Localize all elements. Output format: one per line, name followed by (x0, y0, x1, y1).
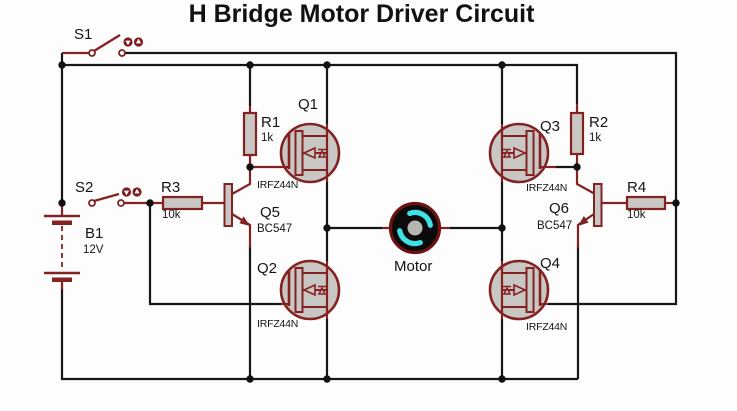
junction-dots (58, 61, 680, 383)
r1-value: 1k (261, 132, 274, 144)
q5-part: BC547 (257, 223, 293, 235)
mosfet-q2-symbol (279, 259, 341, 321)
resistor-bodies (161, 111, 667, 211)
r3-value: 10k (162, 209, 181, 221)
wires-black (60, 51, 678, 381)
r3-label: R3 (161, 179, 181, 196)
bjt-q6-symbol (578, 183, 603, 227)
q6-part: BC547 (537, 220, 573, 232)
motor-label: Motor (394, 258, 433, 275)
switch-s1-symbol[interactable] (88, 33, 144, 57)
b1-label: B1 (85, 225, 104, 242)
r4-value: 10k (627, 209, 646, 221)
motor-symbol (388, 201, 442, 255)
r4-label: R4 (627, 179, 647, 196)
b1-value: 12V (83, 244, 104, 256)
wires-red (60, 51, 676, 306)
r2-label: R2 (589, 114, 609, 131)
q4-label: Q4 (540, 255, 561, 272)
q2-part: IRFZ44N (257, 318, 299, 330)
s2-toggle-down-icon[interactable] (121, 187, 132, 197)
q3-part: IRFZ44N (526, 182, 568, 194)
resistor-r1-body (242, 111, 258, 157)
q6-label: Q6 (549, 200, 570, 217)
switch-s2-symbol[interactable] (88, 187, 142, 207)
bjt-q5-symbol (223, 183, 250, 227)
q5-label: Q5 (260, 204, 281, 221)
resistor-r4-body (625, 195, 667, 211)
s2-label: S2 (75, 179, 94, 196)
battery-b1-symbol (44, 214, 80, 282)
q4-part: IRFZ44N (526, 321, 568, 333)
s2-toggle-up-icon[interactable] (132, 187, 142, 197)
resistor-r2-body (569, 111, 585, 156)
q3-label: Q3 (540, 118, 561, 135)
q2-label: Q2 (257, 260, 278, 277)
r1-label: R1 (261, 114, 281, 131)
s1-toggle-down-icon[interactable] (123, 37, 133, 47)
page-title: H Bridge Motor Driver Circuit (188, 0, 535, 28)
r2-value: 1k (589, 132, 602, 144)
q1-part: IRFZ44N (257, 179, 299, 191)
mosfet-q1-symbol (279, 122, 341, 184)
q1-label: Q1 (298, 96, 319, 113)
s1-toggle-up-icon[interactable] (133, 37, 144, 47)
resistor-r3-body (161, 195, 204, 211)
s1-label: S1 (74, 26, 93, 43)
